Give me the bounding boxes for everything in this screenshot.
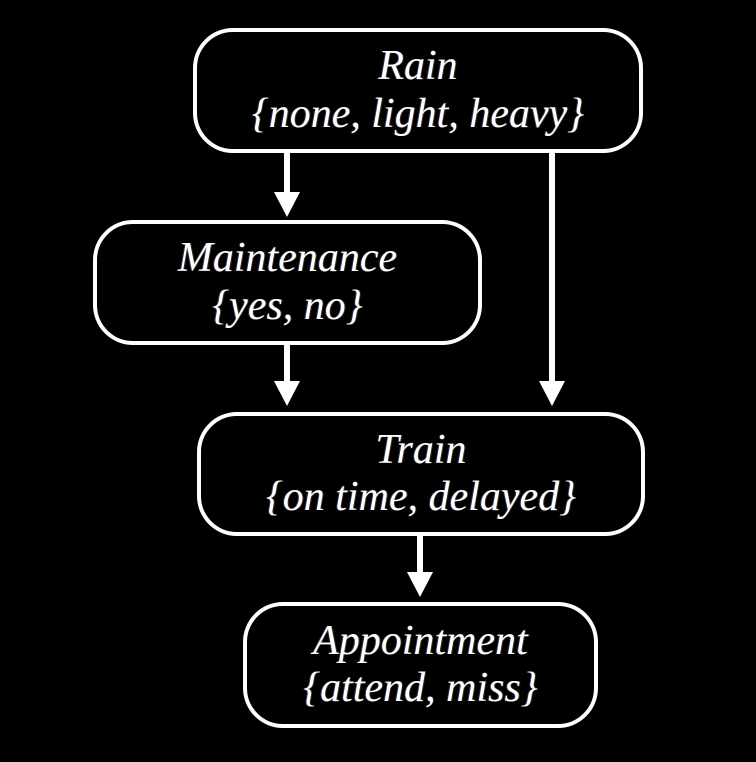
node-rain: Rain {none, light, heavy}: [193, 28, 643, 153]
arrowhead-icon: [274, 192, 300, 217]
arrowhead-icon: [539, 381, 565, 406]
node-appointment-values: {attend, miss}: [303, 665, 538, 711]
edge-rain-to-maintenance: [274, 153, 300, 217]
node-appointment-label: Appointment: [313, 617, 528, 664]
arrowhead-icon: [407, 572, 433, 597]
edge-rain-to-train: [539, 152, 565, 406]
node-rain-label: Rain: [378, 43, 458, 90]
node-appointment: Appointment {attend, miss}: [243, 602, 598, 728]
node-maintenance: Maintenance {yes, no}: [93, 220, 482, 345]
edge-maintenance-to-train: [274, 345, 300, 406]
node-train-label: Train: [375, 426, 467, 473]
node-maintenance-label: Maintenance: [177, 235, 398, 282]
node-maintenance-values: {yes, no}: [212, 282, 363, 329]
node-train-values: {on time, delayed}: [266, 474, 576, 520]
edge-train-to-appointment: [407, 536, 433, 597]
arrowhead-icon: [274, 381, 300, 406]
node-train: Train {on time, delayed}: [197, 412, 645, 536]
node-rain-values: {none, light, heavy}: [251, 90, 585, 137]
